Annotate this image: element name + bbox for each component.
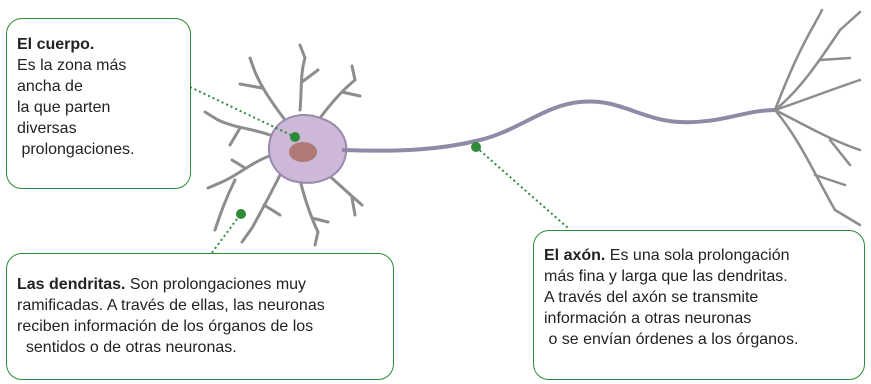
leader-lines — [189, 86, 569, 263]
callout-text-line: ramificadas. A través de ellas, las neur… — [17, 297, 325, 314]
callout-text-line: A través del axón se transmite — [544, 289, 759, 306]
dendrites — [203, 43, 364, 247]
nucleus — [289, 142, 317, 162]
callout-first-line: El axón. Es una sola prolongación — [544, 245, 864, 266]
callout-text-line: más fina y larga que las dendritas. — [544, 268, 788, 285]
callout-text-line: prolongaciones. — [17, 141, 135, 158]
callout-text-line: ancha de — [17, 78, 83, 95]
callout-text-line: Es la zona más — [17, 57, 127, 74]
callout-title: El cuerpo. — [17, 36, 95, 53]
callout-text-line: información a otras neuronas — [544, 310, 752, 327]
callout-text-line: reciben información de los órganos de lo… — [17, 318, 314, 335]
callout-dendrites: Las dendritas. Son prolongaciones muy ra… — [6, 253, 394, 380]
dendrite-marker — [236, 209, 246, 219]
axon-marker — [471, 142, 481, 152]
callout-title: El axón. — [544, 247, 606, 264]
callout-text-line: o se envían órdenes a los órganos. — [544, 331, 799, 348]
callout-text-line: sentidos o de otras neuronas. — [17, 339, 237, 356]
callout-text-line: Son prolongaciones muy — [125, 276, 307, 293]
callout-title: Las dendritas. — [17, 276, 126, 293]
callout-text-line: diversas — [17, 120, 77, 137]
callout-cell-body: El cuerpo. Es la zona más ancha de la qu… — [6, 18, 191, 189]
callout-text-line: Es una sola prolongación — [605, 247, 790, 264]
callout-text-line: la que parten — [17, 99, 111, 116]
axon-terminals — [773, 8, 862, 227]
axon — [341, 99, 776, 153]
callout-axon: El axón. Es una sola prolongación más fi… — [533, 230, 865, 380]
callout-first-line: Las dendritas. Son prolongaciones muy — [17, 274, 393, 295]
cell-body-marker — [290, 132, 300, 142]
